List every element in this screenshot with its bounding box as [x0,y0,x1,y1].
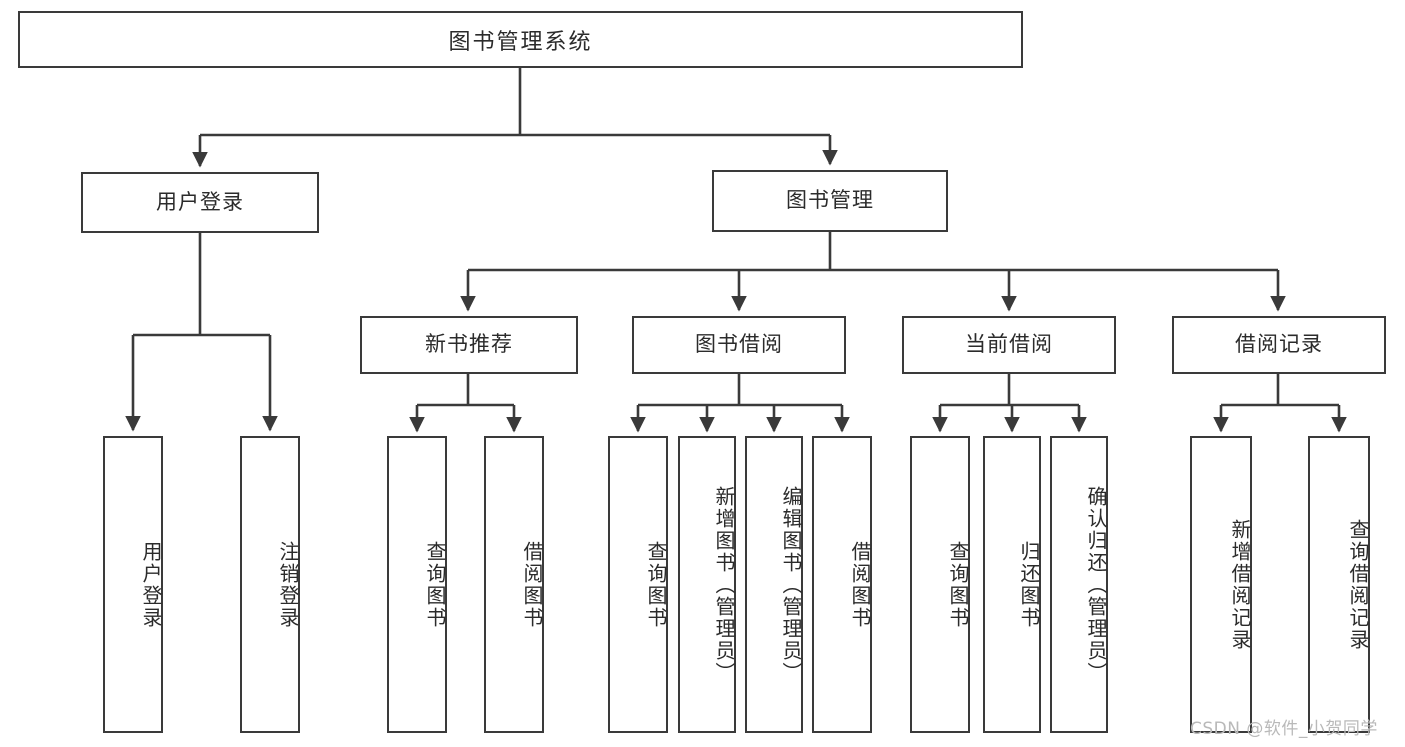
leaf-query-book-newbook[interactable]: 查询图书 [387,436,447,733]
leaf-label: 查询图书 [946,540,970,629]
leaf-edit-book-admin[interactable]: 编辑图书（管理员） [745,436,803,733]
leaf-label: 注销登录 [276,540,300,629]
node-book-management-label: 图书管理 [786,188,874,213]
node-book-management[interactable]: 图书管理 [712,170,948,232]
leaf-add-borrow-record[interactable]: 新增借阅记录 [1190,436,1252,733]
watermark-text: CSDN @软件_小贺同学 [1190,719,1378,739]
leaf-query-book-borrow[interactable]: 查询图书 [608,436,668,733]
leaf-confirm-return-admin[interactable]: 确认归还（管理员） [1050,436,1108,733]
node-root-label: 图书管理系统 [448,29,593,55]
node-new-book-recommend[interactable]: 新书推荐 [360,316,578,374]
leaf-user-login[interactable]: 用户登录 [103,436,163,733]
node-new-book-recommend-label: 新书推荐 [425,332,513,357]
leaf-return-book[interactable]: 归还图书 [983,436,1041,733]
leaf-label: 归还图书 [1017,540,1041,629]
leaf-label: 新增图书（管理员） [712,485,736,684]
leaf-label: 新增借阅记录 [1228,518,1252,651]
node-user-login-label: 用户登录 [156,189,244,214]
node-user-login[interactable]: 用户登录 [81,172,319,233]
leaf-add-book-admin[interactable]: 新增图书（管理员） [678,436,736,733]
leaf-query-borrow-record[interactable]: 查询借阅记录 [1308,436,1370,733]
leaf-logout[interactable]: 注销登录 [240,436,300,733]
node-current-borrow-label: 当前借阅 [965,332,1053,357]
leaf-label: 借阅图书 [848,540,872,629]
leaf-label: 用户登录 [139,540,163,629]
leaf-label: 查询图书 [423,540,447,629]
node-borrow-record[interactable]: 借阅记录 [1172,316,1386,374]
leaf-label: 查询借阅记录 [1346,518,1370,651]
leaf-label: 编辑图书（管理员） [779,485,803,684]
leaf-borrow-book[interactable]: 借阅图书 [812,436,872,733]
leaf-label: 确认归还（管理员） [1084,485,1108,684]
node-book-borrow-label: 图书借阅 [695,332,783,357]
node-book-borrow[interactable]: 图书借阅 [632,316,846,374]
node-current-borrow[interactable]: 当前借阅 [902,316,1116,374]
leaf-borrow-book-newbook[interactable]: 借阅图书 [484,436,544,733]
leaf-label: 借阅图书 [520,540,544,629]
node-borrow-record-label: 借阅记录 [1235,332,1323,357]
leaf-label: 查询图书 [644,540,668,629]
leaf-query-book-current[interactable]: 查询图书 [910,436,970,733]
node-root[interactable]: 图书管理系统 [18,11,1023,68]
